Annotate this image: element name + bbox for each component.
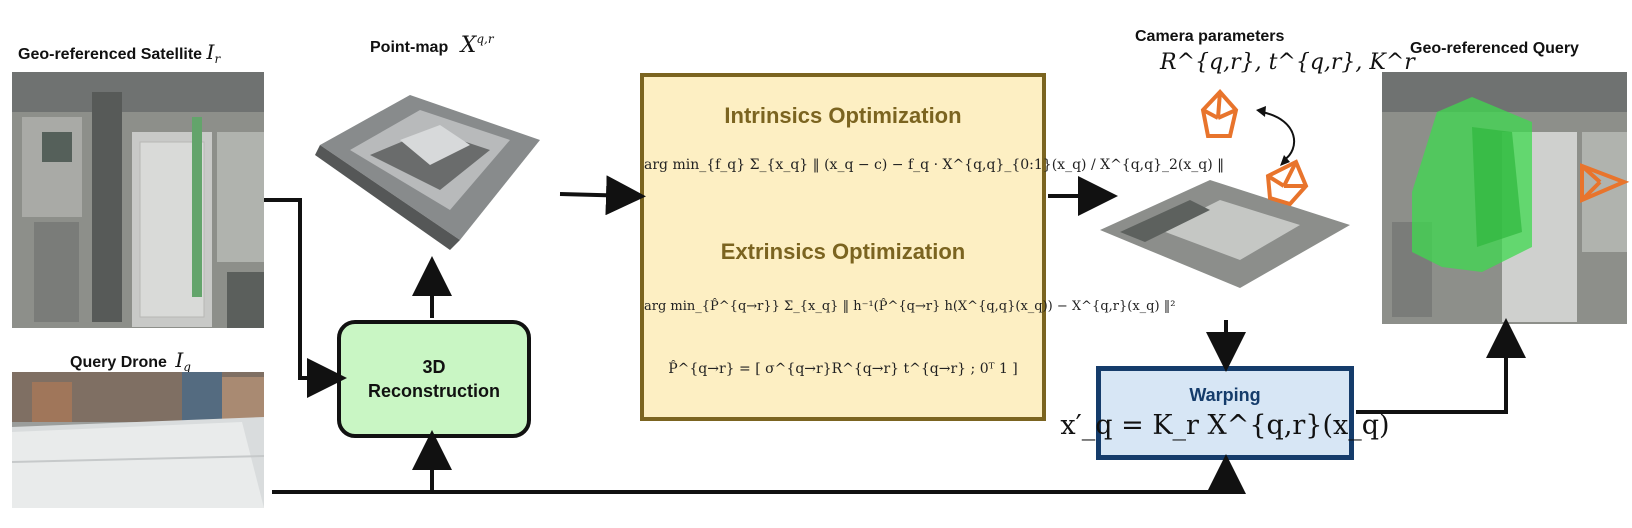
optimization-box: Intrinsics Optimization arg min_{f_q} Σ_…: [640, 73, 1224, 421]
arrow-pointmap-to-opt: [559, 175, 646, 216]
warping-title: Warping: [1189, 385, 1261, 405]
arrow-satellite-to-recon: [264, 198, 347, 398]
pointmap-label-text: Point-map: [370, 39, 449, 56]
georef-query-image: [1382, 72, 1627, 324]
warped-satellite-graphic: [1100, 180, 1350, 288]
camera-params-label: Camera parameters: [1135, 28, 1285, 45]
warping-equation: x′_q = K_r X^{q,r}(x_q): [1060, 410, 1390, 441]
reconstruction-line2: Reconstruction: [367, 381, 500, 401]
arrow-warp-to-georef: [1356, 318, 1526, 414]
query-drone-image-graphic: [12, 372, 264, 508]
extrinsics-title: Extrinsics Optimization: [720, 239, 966, 264]
satellite-image-graphic: [12, 72, 264, 328]
reconstruction-line1: 3D: [422, 357, 446, 377]
query-drone-label-text: Query Drone: [70, 354, 167, 371]
camera-icon-georef: [1580, 163, 1630, 204]
query-symbol-main: I: [175, 348, 184, 372]
pointmap-label: Point-map Xq,r: [370, 32, 494, 58]
satellite-symbol: Ir: [206, 40, 221, 66]
pose-equation: P̂^{q→r} = [ σ^{q→r}R^{q→r} t^{q→r} ; 0ᵀ…: [668, 361, 1018, 377]
camera-params-math: R^{q,r}, t^{q,r}, K^r: [1160, 50, 1415, 75]
intrinsics-title: Intrinsics Optimization: [724, 103, 962, 128]
query-symbol-sub: q: [183, 360, 191, 374]
point-map-image: [310, 80, 550, 255]
georef-query-graphic: [1382, 72, 1627, 324]
pointmap-symbol-main: X: [460, 33, 477, 58]
pointmap-symbol: Xq,r: [460, 32, 494, 58]
point-map-graphic: [315, 95, 540, 250]
query-drone-image: [12, 372, 264, 508]
satellite-symbol-main: I: [206, 40, 215, 64]
camera-icon-source: [1200, 89, 1239, 138]
query-drone-label: Query Drone Iq: [70, 348, 191, 374]
georef-query-label: Geo-referenced Query: [1410, 40, 1579, 57]
satellite-label-text: Geo-referenced Satellite: [18, 46, 203, 63]
warped-satellite-tile: [1100, 170, 1350, 290]
camera-transform-arc: [1261, 111, 1296, 161]
satellite-image: [12, 72, 264, 328]
pointmap-symbol-sup: q,r: [476, 32, 494, 46]
camera-icon-target: [1265, 159, 1309, 207]
satellite-label: Geo-referenced Satellite Ir: [18, 40, 220, 66]
satellite-symbol-sub: r: [214, 52, 221, 66]
query-symbol: Iq: [175, 348, 191, 374]
